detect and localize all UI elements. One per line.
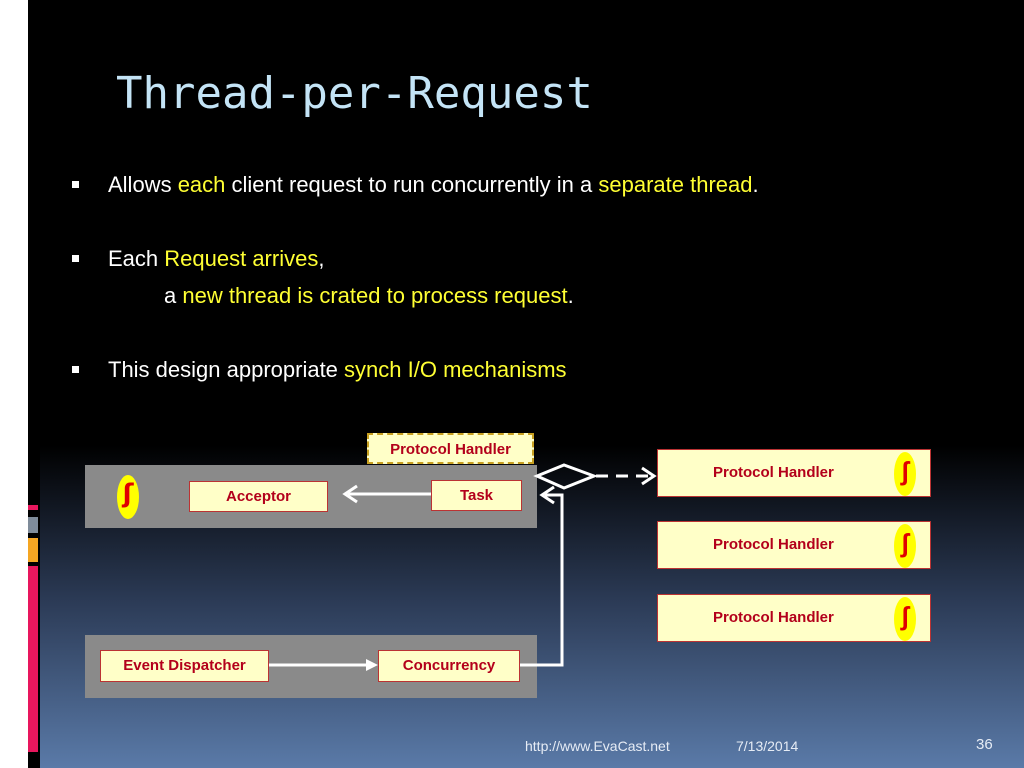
bullet-2-continuation: a new thread is crated to process reques… (164, 283, 574, 308)
protocol-handler-box-3: Protocol Handler ʃ (657, 594, 931, 642)
protocol-handler-label-top: Protocol Handler (367, 433, 534, 464)
footer-date: 7/13/2014 (736, 738, 799, 754)
deco-gray-block (28, 517, 38, 533)
bullet-3-text: This design appropriate synch I/O mechan… (108, 357, 567, 382)
dashed-dependency-arrowhead (641, 466, 657, 486)
bullet-marker (72, 255, 79, 262)
protocol-handler-label: Protocol Handler (713, 536, 834, 553)
task-box: Task (431, 480, 522, 511)
concurrency-box: Concurrency (378, 650, 520, 682)
deco-red-long-bar (28, 566, 38, 752)
page-number: 36 (976, 736, 993, 753)
aggregation-diamond (533, 463, 599, 490)
bullet-1-text: Allows each client request to run concur… (108, 172, 759, 197)
bullet-marker (72, 366, 79, 373)
event-dispatcher-box: Event Dispatcher (100, 650, 269, 682)
thread-icon: ʃ (117, 475, 139, 519)
concurrency-to-task-connector (520, 493, 564, 667)
protocol-handler-box-1: Protocol Handler ʃ (657, 449, 931, 497)
acceptor-box: Acceptor (189, 481, 328, 512)
protocol-handler-label: Protocol Handler (713, 609, 834, 626)
thread-icon: ʃ (894, 452, 916, 496)
protocol-handler-box-2: Protocol Handler ʃ (657, 521, 931, 569)
thread-icon: ʃ (894, 597, 916, 641)
deco-orange-block (28, 538, 38, 562)
deco-red-bar (28, 505, 38, 510)
slide-title: Thread-per-Request (116, 68, 593, 119)
protocol-handler-label: Protocol Handler (713, 464, 834, 481)
task-to-acceptor-arrowhead (342, 484, 358, 504)
thread-icon: ʃ (894, 524, 916, 568)
bullet-marker (72, 181, 79, 188)
concurrency-to-task-arrowhead (539, 485, 555, 505)
dispatcher-to-concurrency-arrowhead (366, 659, 378, 671)
bullet-2-text: Each Request arrives, (108, 246, 325, 271)
footer-url: http://www.EvaCast.net (525, 738, 670, 754)
